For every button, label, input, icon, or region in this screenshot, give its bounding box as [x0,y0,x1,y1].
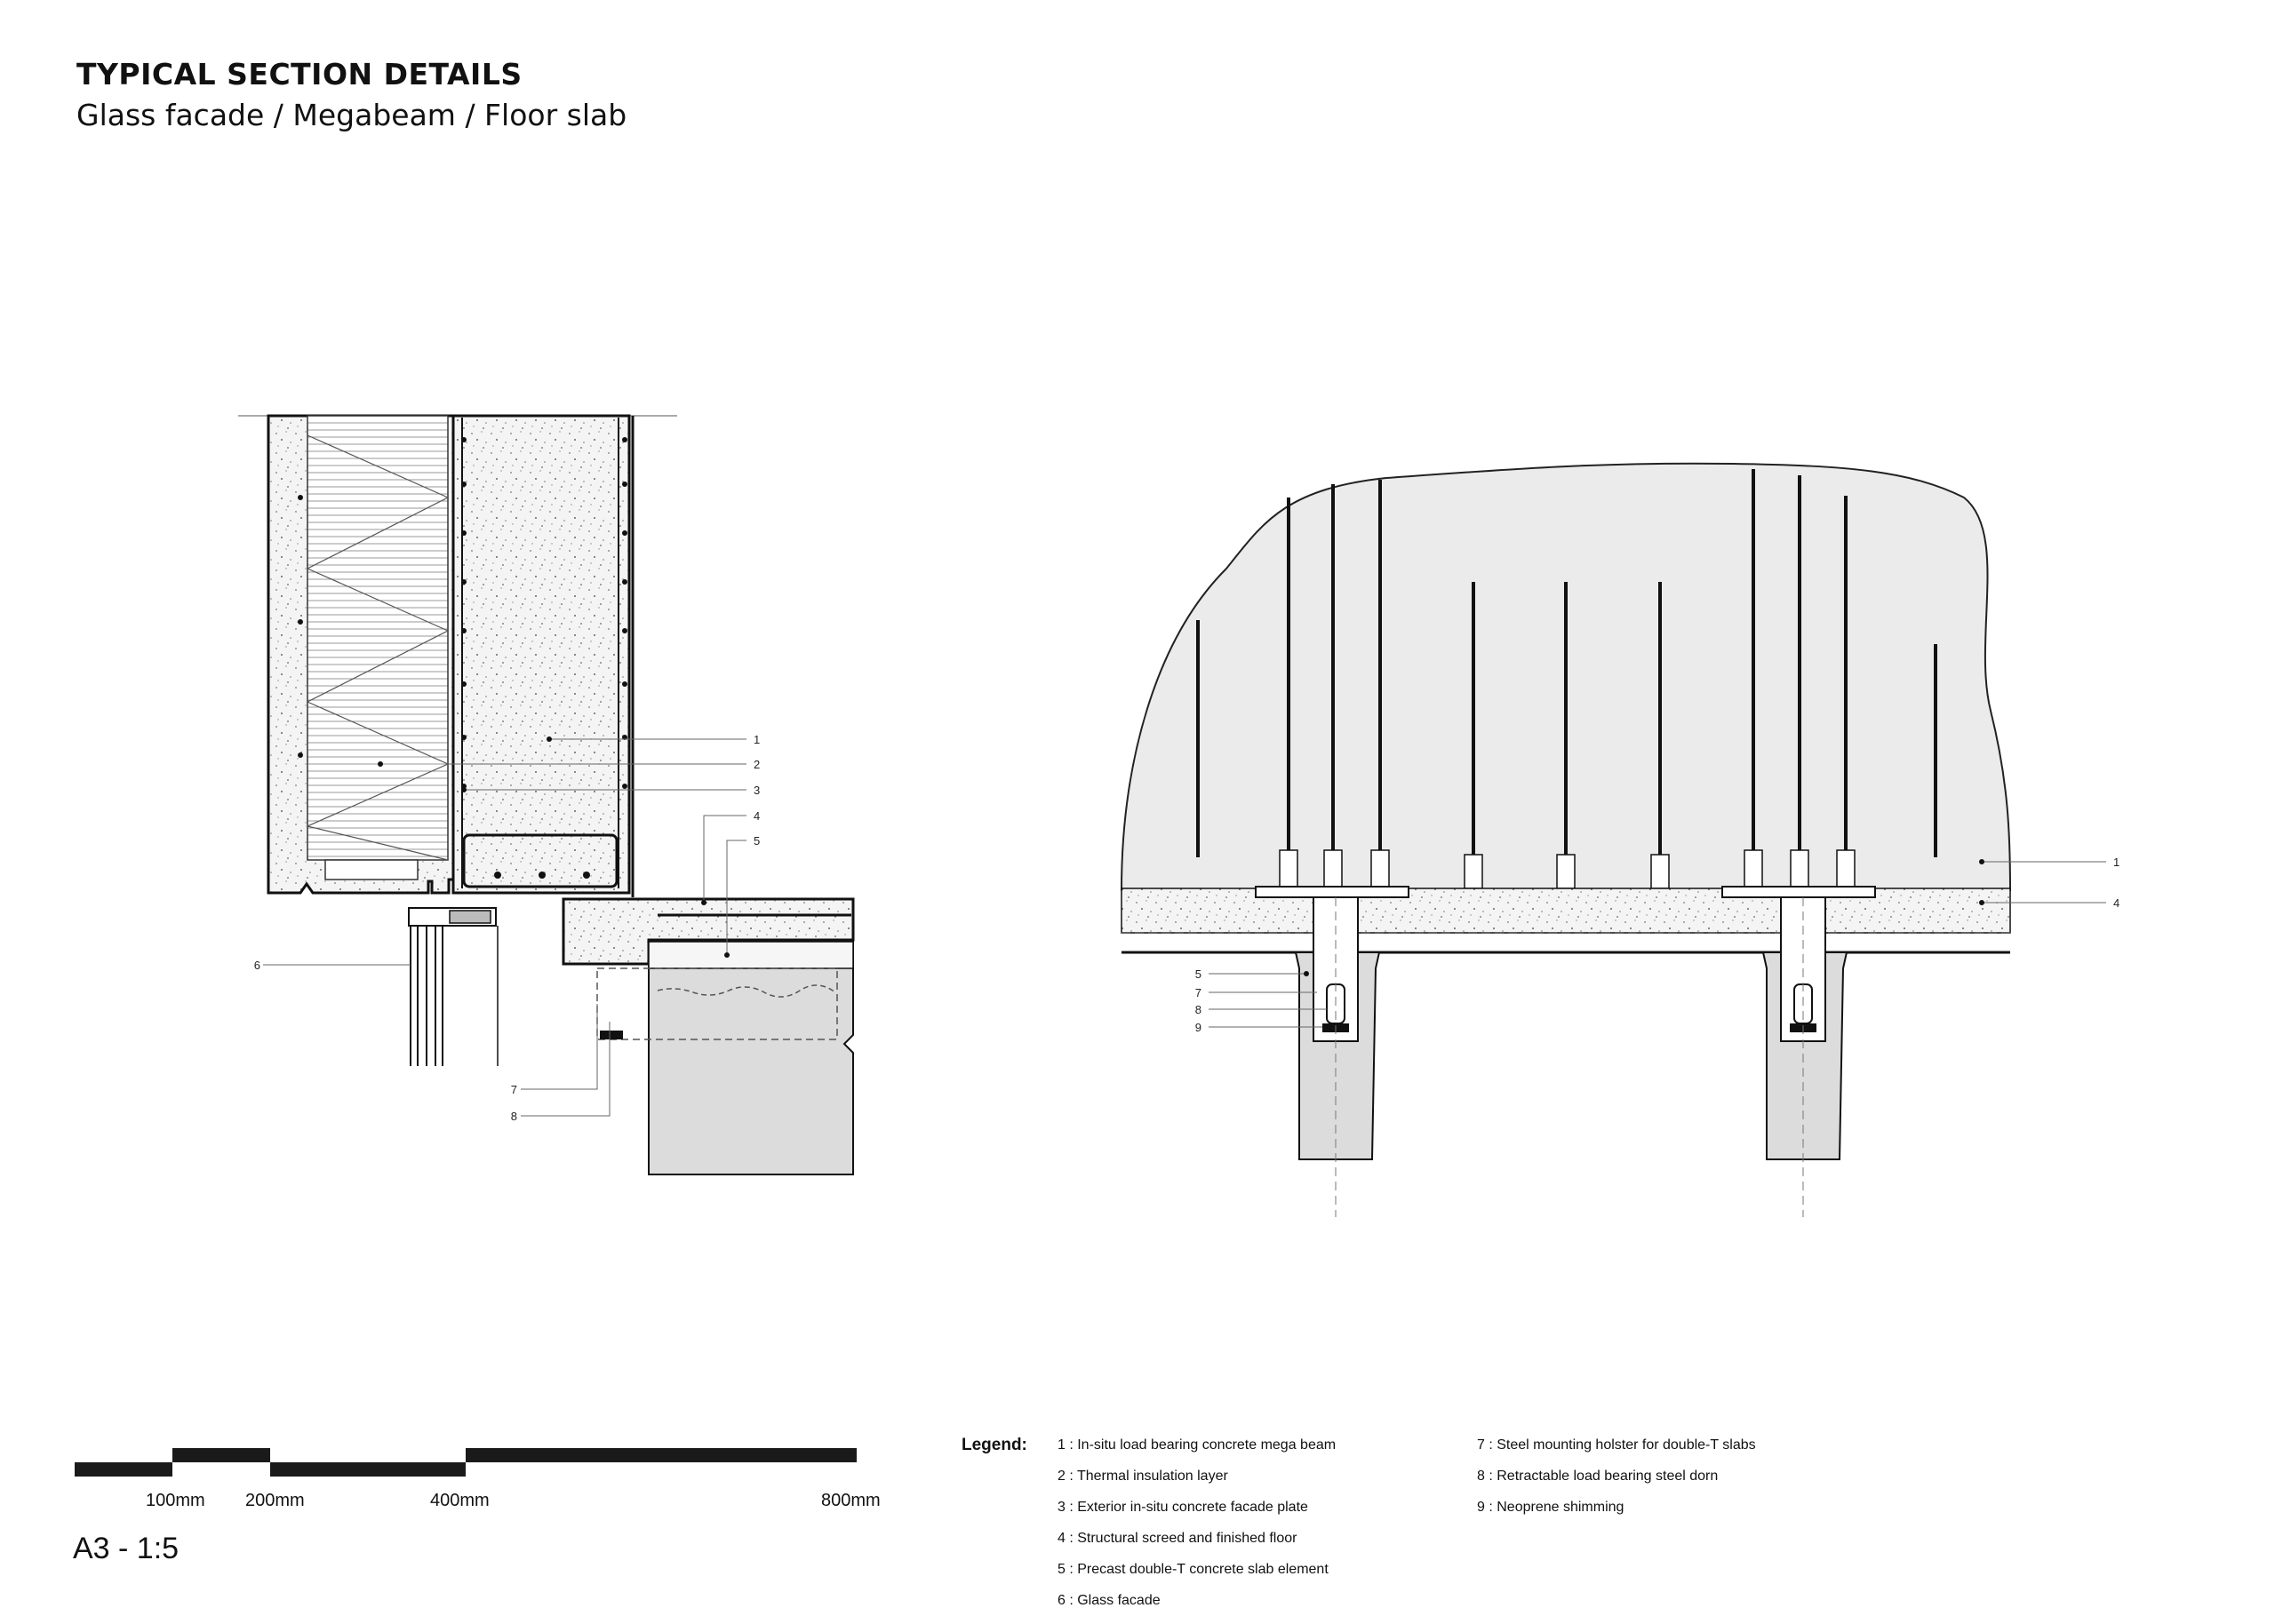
callout-right-5: 5 [1195,967,1201,981]
mega-beam [451,414,631,895]
legend-item: 3 : Exterior in-situ concrete facade pla… [1058,1500,1308,1515]
scale-label-100: 100mm [146,1491,205,1510]
callout-left-6: 6 [254,959,260,972]
callout-left-2: 2 [754,758,760,771]
legend-item: 9 : Neoprene shimming [1477,1500,1624,1515]
insulation-layer [307,415,449,861]
legend-item: 4 : Structural screed and finished floor [1058,1531,1297,1546]
callout-right-8: 8 [1195,1003,1201,1016]
drawing-subtitle: Glass facade / Megabeam / Floor slab [76,98,627,132]
callout-right-9: 9 [1195,1021,1201,1034]
callout-right-1: 1 [2113,856,2119,869]
callout-left-4: 4 [754,809,760,823]
legend-title: Legend: [962,1436,1027,1454]
callout-right-4: 4 [2113,896,2119,910]
right-section-detail [1120,462,2106,1217]
legend-item: 5 : Precast double-T concrete slab eleme… [1058,1562,1329,1577]
legend-item: 1 : In-situ load bearing concrete mega b… [1058,1437,1337,1453]
legend-column-1: 1 : In-situ load bearing concrete mega b… [1058,1437,1336,1624]
precast-slab [648,941,854,1175]
drawing-title: TYPICAL SECTION DETAILS [76,57,523,92]
legend-item: 7 : Steel mounting holster for double-T … [1477,1437,1756,1453]
glass-facade [408,907,499,1066]
legend-column-2: 7 : Steel mounting holster for double-T … [1477,1437,1756,1531]
callout-left-7: 7 [511,1083,517,1096]
scale-label-800: 800mm [821,1491,881,1510]
scale-label-200: 200mm [245,1491,305,1510]
callout-right-7: 7 [1195,986,1201,999]
callout-left-1: 1 [754,733,760,746]
legend-item: 8 : Retractable load bearing steel dorn [1477,1469,1719,1484]
legend-item: 2 : Thermal insulation layer [1058,1469,1228,1484]
callout-left-3: 3 [754,784,760,797]
scale-ratio: A3 - 1:5 [73,1532,180,1565]
legend-item: 6 : Glass facade [1058,1593,1161,1608]
scale-bar [75,1446,857,1478]
scale-label-400: 400mm [430,1491,490,1510]
left-section-detail [238,414,855,1175]
callouts: 1 2 3 4 5 6 7 8 1 4 5 7 8 9 [254,733,2119,1123]
callout-left-8: 8 [511,1110,517,1123]
callout-left-5: 5 [754,834,760,848]
